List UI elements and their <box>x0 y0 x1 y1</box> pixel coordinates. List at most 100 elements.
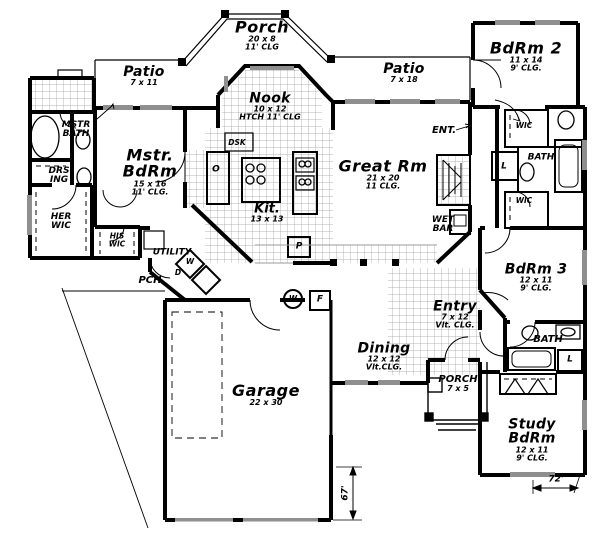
label-wet-bar: WET BAR <box>431 214 455 234</box>
room-dims: 7 x 12 <box>441 312 469 322</box>
label-line: W <box>288 294 298 304</box>
room-dims: 7 x 18 <box>390 75 418 85</box>
label-his-wic: HIS WIC <box>109 232 126 247</box>
room-name: BdRm <box>508 430 556 447</box>
room-dims: 20 x 8 <box>248 35 276 44</box>
label-bath-lower: BATH <box>533 333 563 345</box>
room-name: Study <box>508 416 556 433</box>
dimension-width: 72' <box>548 475 563 484</box>
dimension-value: 72' <box>548 474 564 485</box>
room-label-bdrm2: BdRm 2 11 x 14 9' CLG. <box>489 38 563 74</box>
label-linen-upper: L <box>501 162 507 171</box>
label-wic-upper: WIC <box>516 122 533 130</box>
room-dims: 10 x 12 <box>253 104 287 114</box>
label-wic-lower: WIC <box>516 197 533 205</box>
label-pch: PCH <box>138 274 162 286</box>
interior-walls <box>143 109 585 395</box>
room-name: Kit. <box>254 201 280 217</box>
label-line: WIC <box>51 221 71 231</box>
room-ceiling: HTCH 11' CLG <box>239 113 301 123</box>
label-line: WIC <box>515 196 533 206</box>
door-arcs <box>51 59 536 361</box>
room-label-patio-left: Patio 7 x 11 <box>123 65 164 87</box>
room-label-porch-top: Porch 20 x 8 11' CLG <box>235 19 289 53</box>
room-label-dining: Dining 12 x 12 Vlt.CLG. <box>357 340 411 373</box>
porch-posts <box>178 10 335 66</box>
room-ceiling: Vlt. CLG. <box>435 321 475 331</box>
room-name: Mstr. <box>126 145 174 165</box>
closet-dashes <box>35 115 552 380</box>
dimension-depth: 67' <box>340 485 351 501</box>
label-line: D <box>174 268 182 278</box>
label-line: HIS <box>109 231 125 241</box>
room-name: Patio <box>383 60 425 77</box>
room-ceiling: 9' CLG. <box>510 64 542 74</box>
room-label-patio-right: Patio 7 x 18 <box>383 62 424 84</box>
label-line: BATH <box>527 152 555 163</box>
room-dims: 7 x 11 <box>130 78 158 88</box>
bath-fixtures <box>30 110 581 341</box>
label-line: WIC <box>108 239 126 248</box>
site-lines <box>61 99 521 529</box>
room-label-front-porch: PORCH 7 x 5 <box>438 373 478 393</box>
room-name: BdRm 2 <box>489 38 563 58</box>
room-name: Patio <box>123 63 165 80</box>
label-line: PCH <box>138 274 162 286</box>
room-name: Garage <box>232 380 300 400</box>
label-line: WIC <box>515 121 533 131</box>
room-ceiling: 11' CLG. <box>131 187 169 197</box>
room-label-garage: Garage 22 x 30 <box>232 380 300 408</box>
columns <box>330 259 399 266</box>
label-utility: UTILITY <box>153 248 192 257</box>
label-her-wic: HER WIC <box>50 211 72 231</box>
label-line: O <box>212 164 220 175</box>
label-pantry: P <box>296 242 303 251</box>
label-dryer: D <box>175 269 181 277</box>
room-label-nook: Nook 10 x 12 HTCH 11' CLG <box>239 90 301 123</box>
label-line: DSK <box>228 138 246 148</box>
label-line: BATH <box>533 333 563 345</box>
room-label-bdrm3: BdRm 3 12 x 11 9' CLG. <box>504 261 568 294</box>
label-line: L <box>567 354 573 365</box>
room-name: Entry <box>433 298 477 315</box>
room-label-entry: Entry 7 x 12 Vlt. CLG. <box>433 298 477 331</box>
room-label-great-rm: Great Rm 21 x 20 11 CLG. <box>339 158 428 192</box>
room-dims: 22 x 30 <box>249 398 283 408</box>
room-dims: 11 x 14 <box>509 56 543 65</box>
label-dressing: DRS ING <box>48 165 70 185</box>
label-line: HER <box>50 211 72 222</box>
label-line: WET <box>431 214 455 225</box>
room-name: PORCH <box>438 373 478 385</box>
room-name: Dining <box>357 340 411 357</box>
label-furnace: F <box>317 295 323 304</box>
room-ceiling: 9' CLG. <box>516 453 548 463</box>
windows <box>27 20 587 522</box>
label-line: P <box>295 241 303 252</box>
label-mstr-bath: MSTR BATH <box>62 120 91 139</box>
room-dims: 21 x 20 <box>366 174 400 183</box>
room-label-kitchen: Kit. 13 x 13 <box>251 202 284 223</box>
label-line: DRS <box>48 165 70 176</box>
room-dims: 12 x 12 <box>367 354 401 364</box>
label-washer: W <box>186 258 194 266</box>
label-line: W <box>185 257 195 267</box>
room-dims: 15 x 16 <box>133 179 167 189</box>
label-line: BATH <box>62 129 90 139</box>
room-label-study: Study BdRm 12 x 11 9' CLG. <box>508 416 556 463</box>
label-line: L <box>501 161 507 172</box>
room-name: BdRm 3 <box>504 261 568 278</box>
label-oven: O <box>212 165 220 174</box>
label-line: BAR <box>432 224 454 234</box>
room-dims: 13 x 13 <box>250 214 284 224</box>
dimension-value: 67' <box>340 485 351 501</box>
label-line: UTILITY <box>152 247 192 258</box>
room-ceiling: Vlt.CLG. <box>365 363 403 373</box>
label-water-heater: W <box>289 295 297 303</box>
label-line: F <box>316 294 324 305</box>
label-line: ENT. <box>431 124 457 136</box>
room-name: BdRm <box>122 161 178 181</box>
room-name: Nook <box>249 90 291 107</box>
dimension-lines <box>333 465 581 521</box>
